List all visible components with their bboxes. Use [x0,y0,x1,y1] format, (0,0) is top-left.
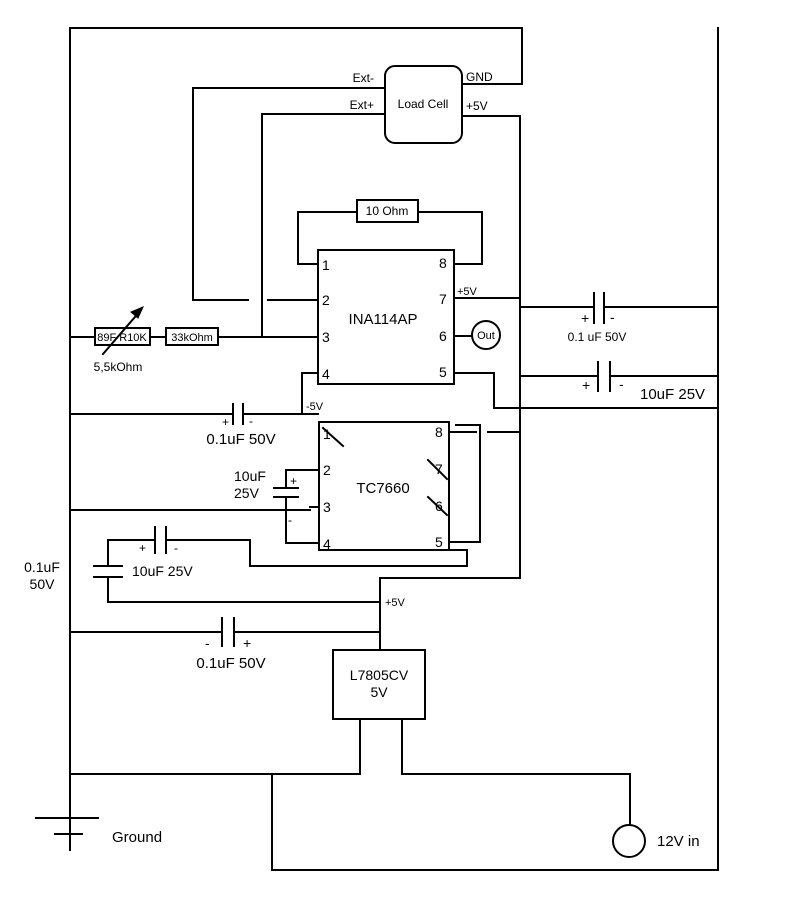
load-cell-gnd-label: GND [466,70,493,84]
tc-pin-1: 1 [323,426,331,442]
resistor-33k-label: 33kOhm [171,332,213,344]
cap-ina-top-label: 0.1 uF 50V [568,330,627,344]
ina-supply-wires: +5V -5V [301,286,719,415]
gain-resistor: 10 Ohm [297,199,483,265]
cap-tc-out-plus: + [139,541,146,555]
ground-label: Ground [112,829,162,846]
supply-label: 12V in [657,833,700,850]
cap-pump: + - 10uF 25V [234,468,320,544]
ground-rail [69,27,719,871]
vcc-rail: +5V [379,577,521,651]
cap-ina-top: + - 0.1 uF 50V [519,292,719,344]
ina-pin-8: 8 [439,255,447,271]
cap-vneg: + - 0.1uF 50V [69,403,319,448]
cap-left-line1: 0.1uF [24,559,60,575]
cap-ina-top-minus: - [610,309,615,325]
tc7660-label: TC7660 [356,480,409,497]
cap-reg-in-label: 0.1uF 50V [196,655,265,672]
ina-vneg-label: -5V [306,401,324,413]
cap-vneg-plus: + [222,415,229,429]
cap-ina-bulk-label: 10uF 25V [640,386,705,403]
cap-ina-bulk: + - 10uF 25V [521,361,719,403]
reg-vout-label: +5V [385,597,406,609]
tc-pin-4: 4 [323,536,331,552]
ina-pin-5: 5 [439,364,447,380]
ina-output: Out [453,320,501,350]
cap-pump-line1: 10uF [234,468,266,484]
ina-pin-1: 1 [322,257,330,273]
tc7660-chip: TC7660 1 2 3 4 5 6 7 8 [318,421,450,552]
load-cell-label: Load Cell [398,97,449,111]
load-cell-ext-minus-label: Ext- [353,71,374,85]
cap-tc-out-minus: - [174,541,178,555]
ina-pin-6: 6 [439,328,447,344]
load-cell: Load Cell Ext- Ext+ GND +5V [350,65,493,144]
tc-pin-6: 6 [435,498,443,514]
load-cell-ext-plus-label: Ext+ [350,98,374,112]
ina114-chip: INA114AP 1 2 3 4 5 6 7 8 [317,249,455,385]
right-rail [461,27,719,871]
ina114-label: INA114AP [349,311,418,328]
cap-vneg-label: 0.1uF 50V [206,431,275,448]
cap-tc-out: + - 10uF 25V [107,526,468,579]
cap-vneg-minus: - [249,414,253,428]
regulator-line2: 5V [370,684,388,700]
tc-pin-5: 5 [435,534,443,550]
ina-out-label: Out [477,330,495,342]
pot-value-label: 5,5kOhm [94,360,143,374]
tc-pin-2: 2 [323,462,331,478]
cap-pump-minus: - [288,513,292,527]
supply-input: 12V in [612,824,700,858]
ina-pin-7: 7 [439,291,447,307]
cap-reg-in-plus: + [243,635,251,651]
cap-reg-in-minus: - [205,635,210,651]
tc-pin-3: 3 [323,499,331,515]
input-network: 89F R10K 5,5kOhm 33kOhm [69,306,319,374]
cap-left: 0.1uF 50V [24,539,381,603]
cap-reg-in: - + 0.1uF 50V [69,617,381,672]
tc7660-wires [69,424,521,567]
cap-pump-plus: + [290,474,297,488]
cap-tc-out-label: 10uF 25V [132,563,193,579]
cap-left-line2: 50V [30,576,56,592]
cap-pump-line2: 25V [234,485,260,501]
tc-pin-8: 8 [435,424,443,440]
cap-ina-top-plus: + [581,310,589,326]
ina-pin-4: 4 [322,366,330,382]
ina-vcc-label: +5V [457,286,478,298]
load-cell-wires [192,87,521,579]
gain-resistor-label: 10 Ohm [366,204,409,218]
regulator: L7805CV 5V [332,649,631,826]
pot-label: 89F R10K [97,332,147,344]
tc-pin-7: 7 [435,461,443,477]
cap-ina-bulk-plus: + [582,377,590,393]
regulator-line1: L7805CV [350,667,409,683]
ina-pin-2: 2 [322,292,330,308]
cap-ina-bulk-minus: - [619,376,624,392]
ground-symbol: Ground [35,817,162,851]
load-cell-vcc-label: +5V [466,99,488,113]
ina-pin-3: 3 [322,329,330,345]
